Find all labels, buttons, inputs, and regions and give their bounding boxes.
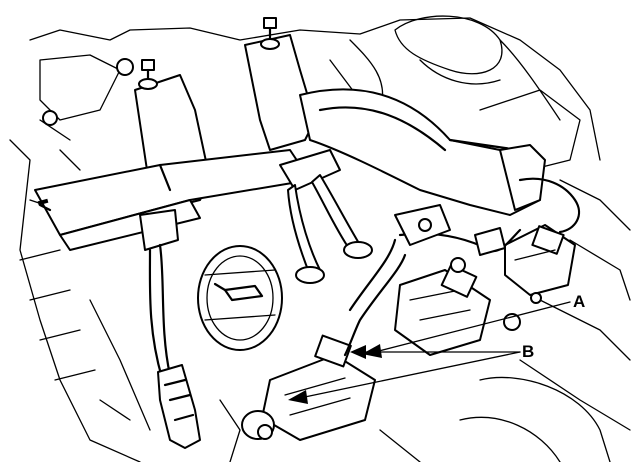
injector-harness: [139, 149, 373, 380]
ignition-coil-rear: [394, 257, 491, 356]
bolt-top-left: [138, 59, 158, 90]
callout-leaders: [288, 301, 571, 404]
coil-harness: [343, 177, 581, 357]
bolt-top-center: [260, 17, 280, 50]
oil-filler-cap: [197, 245, 283, 351]
callout-label-b: B: [522, 342, 534, 361]
ignition-coil-front: [241, 334, 376, 441]
bolt-left: [42, 58, 134, 126]
sensor-connector: [157, 364, 201, 449]
callout-label-a: A: [573, 292, 585, 311]
ignition-coil-right: [504, 224, 576, 296]
